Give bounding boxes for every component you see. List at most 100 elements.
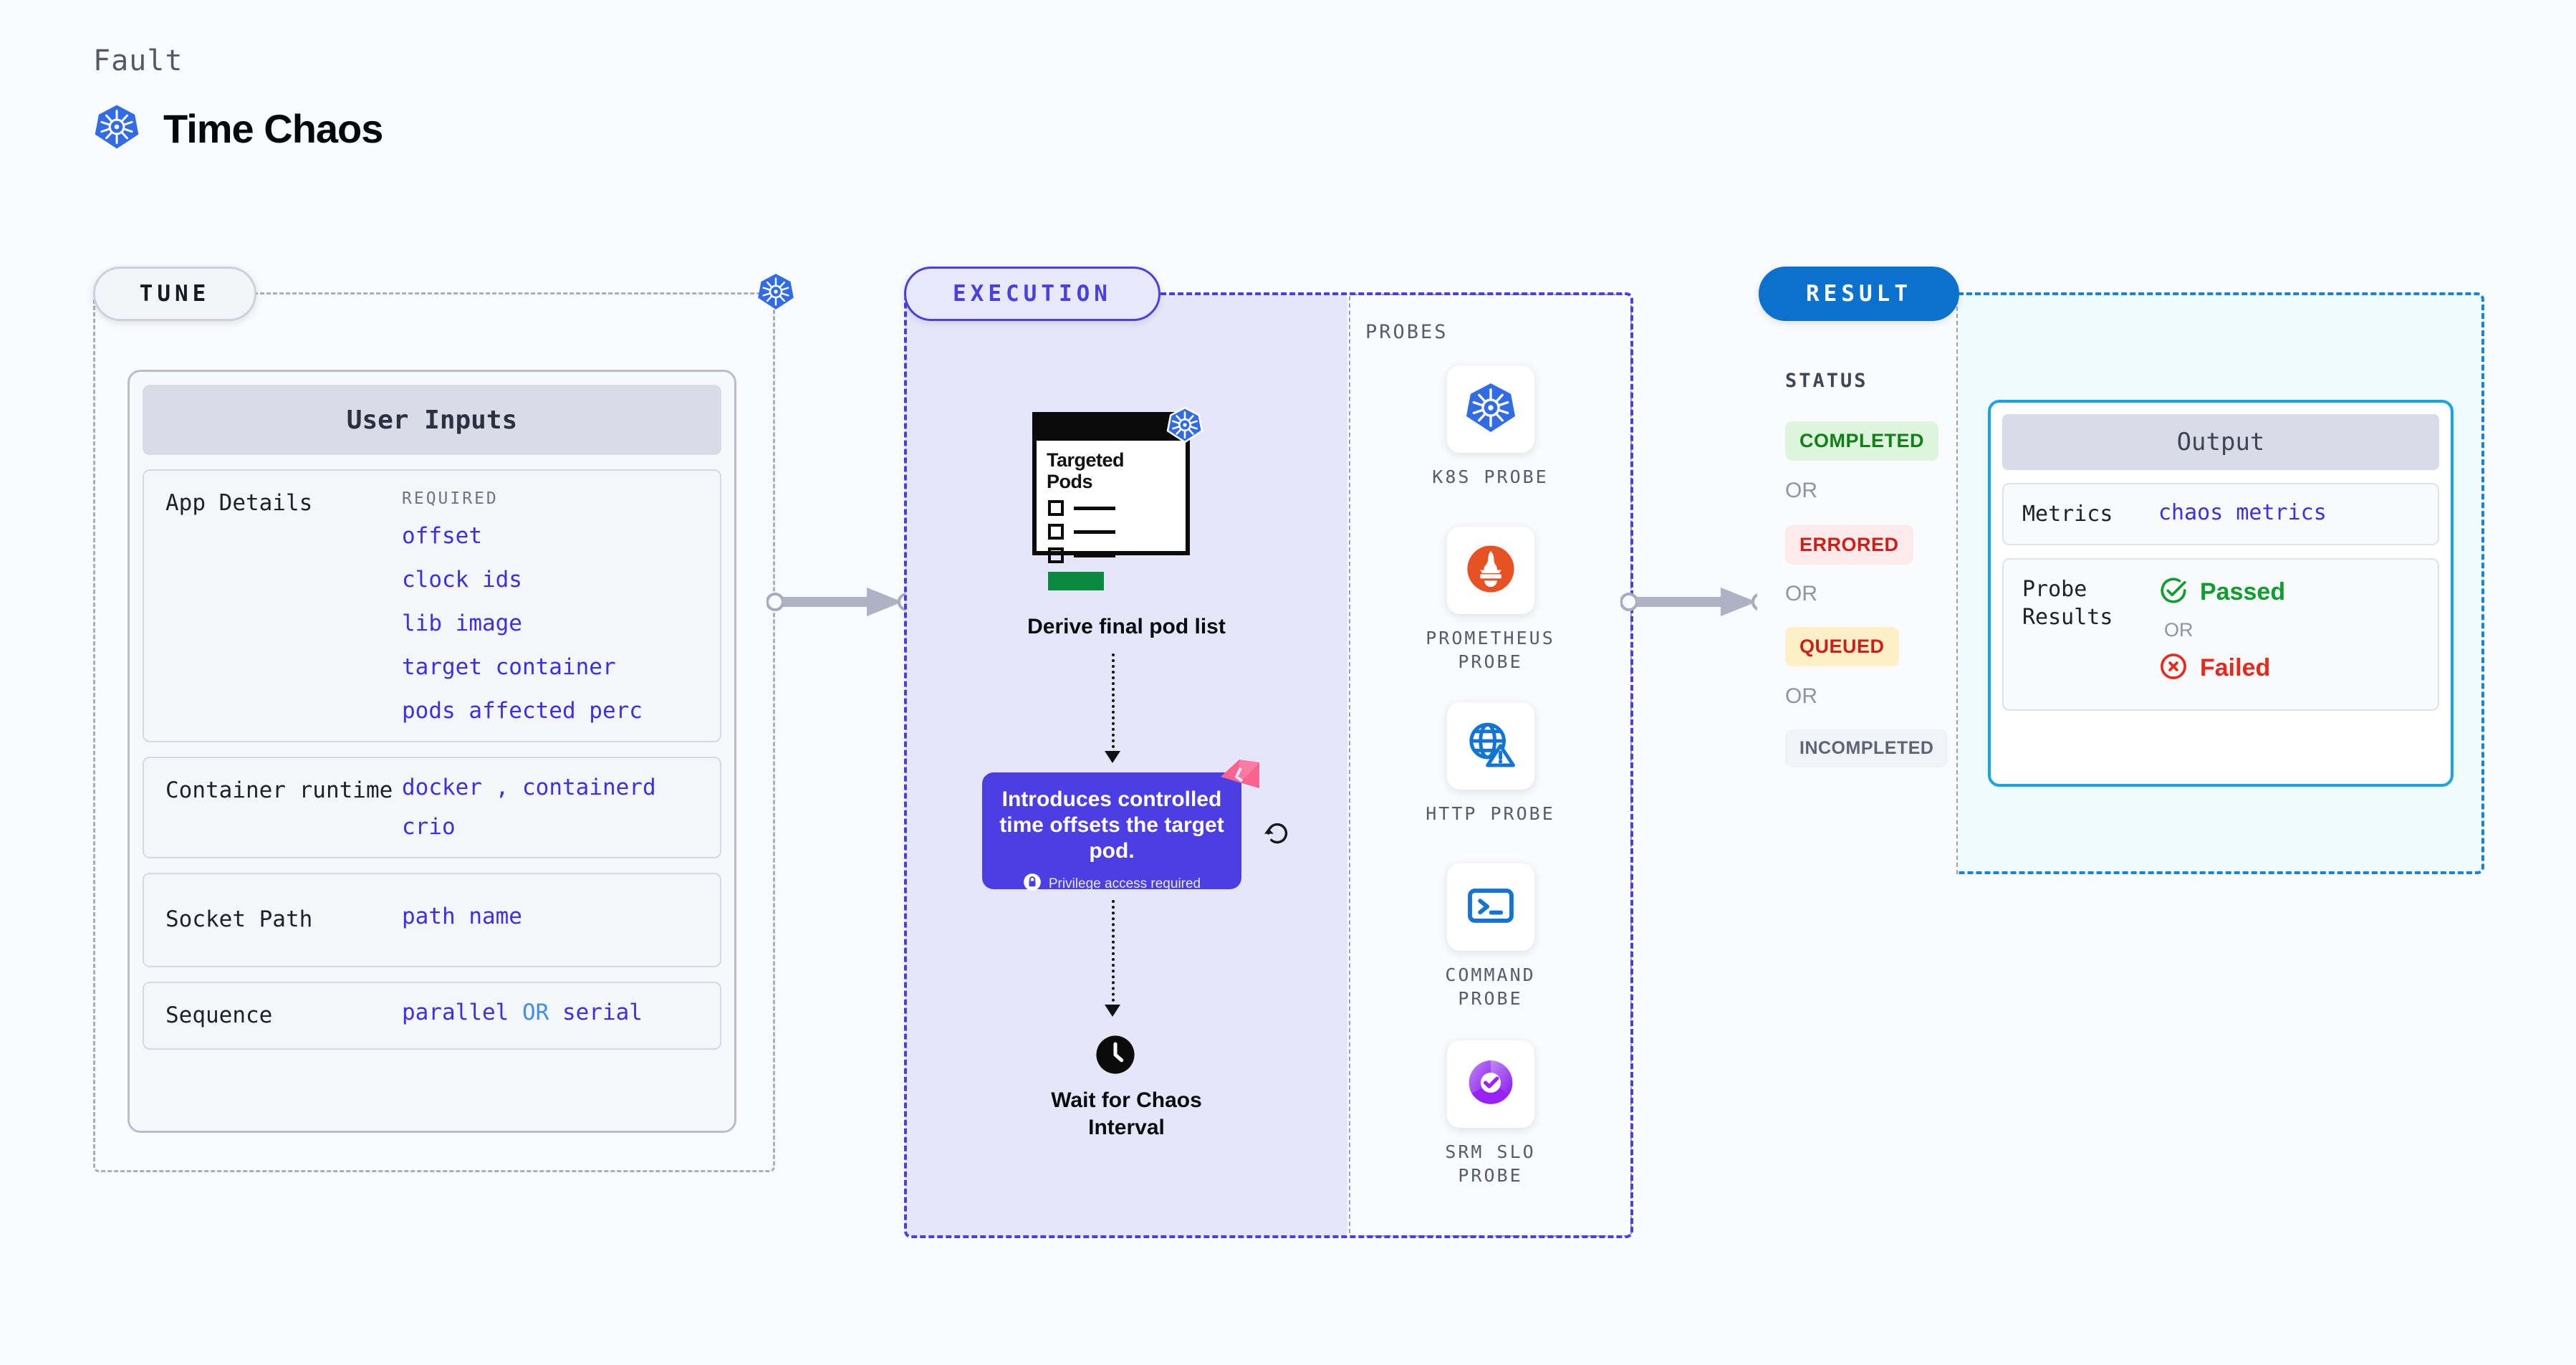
probe-label: PROMETHEUS PROBE xyxy=(1426,627,1555,674)
execution-panel xyxy=(904,292,1633,1238)
output-card: Output Metrics chaos metrics Probe Resul… xyxy=(1988,400,2454,787)
document-titlebar xyxy=(1037,416,1186,441)
fault-kicker: Fault xyxy=(93,44,183,77)
probe-http[interactable]: HTTP PROBE xyxy=(1349,702,1632,826)
stage-pill-execution[interactable]: EXECUTION xyxy=(904,267,1160,321)
input-value: serial xyxy=(562,999,643,1025)
row-label: Container runtime xyxy=(165,777,393,803)
kubernetes-icon xyxy=(756,272,795,315)
flow-connector xyxy=(1112,900,1115,1007)
pods-list-item xyxy=(1048,547,1186,564)
tune-row-socket-path: Socket Path path name xyxy=(143,873,721,967)
output-row-probe-results: Probe Results Passed OR xyxy=(2002,558,2439,711)
checkbox-icon xyxy=(1048,524,1064,540)
status-badge-incompleted: INCOMPLETED xyxy=(1785,729,1948,767)
checkbox-icon xyxy=(1048,547,1064,564)
stage-pill-tune[interactable]: TUNE xyxy=(93,267,256,321)
probe-result-passed: Passed xyxy=(2158,575,2285,609)
user-inputs-card: User Inputs App Details REQUIRED offset … xyxy=(128,370,736,1133)
metrics-value: chaos metrics xyxy=(2158,500,2327,525)
probe-command[interactable]: COMMAND PROBE xyxy=(1349,863,1632,1010)
probe-label-line2: PROBE xyxy=(1458,651,1523,672)
input-value: clock ids xyxy=(402,567,522,593)
checkbox-icon xyxy=(1048,500,1064,517)
probe-result-failed: Failed xyxy=(2158,651,2285,685)
probe-srm-slo[interactable]: SRM SLO PROBE xyxy=(1349,1040,1632,1187)
kubernetes-icon xyxy=(1166,406,1203,447)
pods-title-line2: Pods xyxy=(1047,471,1093,493)
probe-icon-tile xyxy=(1446,527,1534,614)
probe-icon-tile xyxy=(1446,702,1534,790)
user-inputs-title: User Inputs xyxy=(143,385,721,455)
fault-title-row: Time Chaos xyxy=(93,103,383,154)
probe-result-or: OR xyxy=(2164,619,2193,641)
wait-for-chaos-interval-label: Wait for Chaos Interval xyxy=(905,1087,1347,1141)
ribbon-icon xyxy=(1218,758,1262,802)
check-circle-icon xyxy=(2158,575,2188,609)
probe-label-line2: PROBE xyxy=(1458,987,1523,1009)
line-placeholder xyxy=(1074,506,1115,510)
output-row-metrics: Metrics chaos metrics xyxy=(2002,483,2439,545)
flow-connector xyxy=(1112,653,1115,754)
input-value: crio xyxy=(402,814,456,840)
input-value: lib image xyxy=(402,610,522,636)
probe-label: K8S PROBE xyxy=(1432,466,1549,487)
globe-warning-icon xyxy=(1464,718,1517,775)
pods-list-item xyxy=(1048,500,1186,517)
probe-label-line2: PROBE xyxy=(1458,1164,1523,1186)
kubernetes-icon xyxy=(93,103,140,154)
derive-final-pod-list-label: Derive final pod list xyxy=(1027,615,1226,638)
probe-icon-tile xyxy=(1446,1040,1534,1128)
probe-results-label: Probe Results xyxy=(2022,577,2113,630)
probe-label-line1: PROMETHEUS xyxy=(1426,628,1555,648)
probe-label: COMMAND PROBE xyxy=(1445,964,1535,1010)
x-circle-icon xyxy=(2158,651,2188,685)
or-keyword: OR xyxy=(522,999,549,1025)
value-separator: , xyxy=(495,775,509,800)
fault-description-text: Introduces controlled time offsets the t… xyxy=(999,787,1224,863)
result-status-column xyxy=(1757,292,1958,874)
status-badge-errored: ERRORED xyxy=(1785,525,1913,565)
input-value: path name xyxy=(402,904,522,929)
page-title: Time Chaos xyxy=(163,106,383,151)
fault-description-card: Introduces controlled time offsets the t… xyxy=(982,772,1241,891)
rotate-ccw-icon[interactable] xyxy=(1261,817,1294,853)
terminal-icon xyxy=(1464,879,1517,936)
clock-icon xyxy=(1095,1034,1136,1079)
failed-label: Failed xyxy=(2200,654,2271,681)
status-or-1: OR xyxy=(1785,479,1817,502)
probes-title: PROBES xyxy=(1365,321,1448,343)
privilege-note-row: Privilege access required xyxy=(999,873,1224,895)
arrow-down-icon xyxy=(1105,751,1120,763)
stage-pill-result[interactable]: RESULT xyxy=(1759,267,1959,321)
row-label: Metrics xyxy=(2022,502,2113,527)
tune-row-sequence: Sequence parallel OR serial xyxy=(143,981,721,1050)
input-value: parallel xyxy=(402,999,509,1025)
output-title: Output xyxy=(2002,414,2439,470)
input-value: target container xyxy=(402,654,616,680)
input-value: containerd xyxy=(522,775,656,800)
row-label: Sequence xyxy=(165,1002,273,1028)
pods-title-line1: Targeted xyxy=(1047,449,1125,471)
probe-label: HTTP PROBE xyxy=(1426,803,1555,824)
required-tag: REQUIRED xyxy=(402,489,499,508)
pods-list-item xyxy=(1048,524,1186,540)
lock-icon xyxy=(1023,873,1042,895)
line-placeholder xyxy=(1074,553,1115,557)
arrow-down-icon xyxy=(1105,1005,1120,1017)
probe-label-line1: SRM SLO xyxy=(1445,1141,1536,1162)
wait-label-line2: Interval xyxy=(1088,1115,1165,1139)
tune-row-container-runtime: Container runtime docker , containerd cr… xyxy=(143,757,721,858)
wait-label-line1: Wait for Chaos xyxy=(1051,1088,1202,1112)
page-header: Fault Time C xyxy=(93,44,383,154)
probe-icon-tile xyxy=(1446,863,1534,951)
connector-execution-to-result xyxy=(1620,588,1770,616)
probe-label-line1: COMMAND xyxy=(1445,964,1536,985)
progress-bar xyxy=(1048,572,1104,591)
status-badge-completed: COMPLETED xyxy=(1785,421,1939,461)
line-placeholder xyxy=(1074,530,1115,534)
targeted-pods-document: Targeted Pods xyxy=(1032,412,1190,591)
probe-prometheus[interactable]: PROMETHEUS PROBE xyxy=(1349,527,1632,674)
probe-k8s[interactable]: K8S PROBE xyxy=(1349,365,1632,489)
input-value: offset xyxy=(402,523,482,549)
